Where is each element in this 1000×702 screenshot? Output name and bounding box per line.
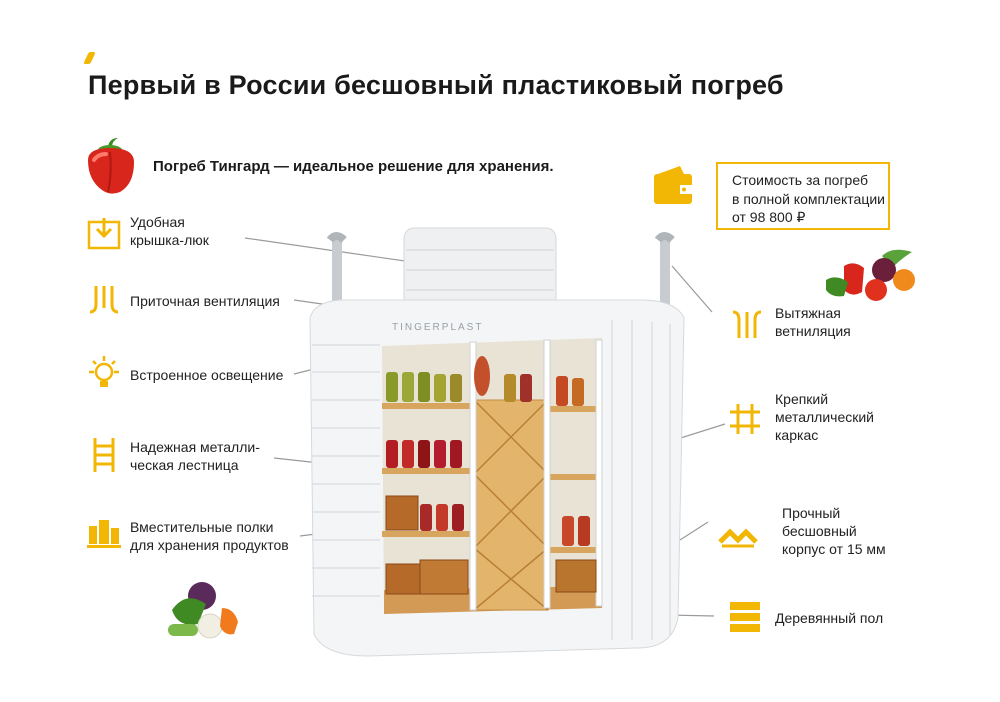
brand-mark: TINGERPLAST xyxy=(392,322,483,333)
feature-wood-floor: Деревянный пол xyxy=(775,609,883,627)
feature-frame-line3: каркас xyxy=(775,427,819,443)
ladder-icon xyxy=(93,438,115,472)
grid-frame-icon xyxy=(730,404,760,434)
feature-metal-frame: Крепкий металлический каркас xyxy=(775,390,874,444)
hatch-arrow-icon xyxy=(87,218,121,250)
feature-intake-ventilation: Приточная вентиляция xyxy=(130,292,280,310)
page-title: Первый в России бесшовный пластиковый по… xyxy=(88,70,784,100)
wood-floor-icon xyxy=(730,602,760,632)
wallet-icon xyxy=(654,166,692,204)
red-pepper-image xyxy=(88,138,134,194)
feature-exhaust-ventilation: Вытяжная ветниляция xyxy=(775,304,851,340)
jars-shelf-icon xyxy=(87,520,121,548)
feature-shelves: Вместительные полки для хранения продукт… xyxy=(130,518,289,554)
vegetables-image-left xyxy=(168,582,238,639)
feature-hatch-line1: Удобная xyxy=(130,214,185,230)
exhaust-pipes-icon xyxy=(732,310,762,338)
page-subtitle: Погреб Тингард — идеальное решение для х… xyxy=(153,158,554,175)
feature-frame-line2: металлический xyxy=(775,409,874,425)
ventilation-pipes-icon xyxy=(89,286,119,314)
feature-ladder-line2: ческая лестница xyxy=(130,457,239,473)
vegetables-image-right xyxy=(826,249,915,301)
feature-body-line2: бесшовный xyxy=(782,523,857,539)
feature-shelves-line2: для хранения продуктов xyxy=(130,537,289,553)
feature-lighting: Встроенное освещение xyxy=(130,366,283,384)
feature-body-line1: Прочный xyxy=(782,505,841,521)
feature-exhaust-line2: ветниляция xyxy=(775,323,851,339)
feature-ladder: Надежная металли- ческая лестница xyxy=(130,438,260,474)
feature-body-line3: корпус от 15 мм xyxy=(782,541,886,557)
feature-exhaust-line1: Вытяжная xyxy=(775,305,841,321)
price-value: от 98 800 ₽ xyxy=(732,209,806,225)
seamless-body-icon xyxy=(718,528,758,548)
feature-lighting-label: Встроенное освещение xyxy=(130,367,284,383)
feature-hatch: Удобная крышка-люк xyxy=(130,213,209,249)
price-line1: Стоимость за погреб xyxy=(732,172,868,188)
feature-frame-line1: Крепкий xyxy=(775,391,829,407)
price-line2: в полной комплектации xyxy=(732,190,885,207)
feature-ladder-line1: Надежная металли- xyxy=(130,439,260,455)
feature-seamless-body: Прочный бесшовный корпус от 15 мм xyxy=(782,504,886,558)
price-box: Стоимость за погреб в полной комплектаци… xyxy=(716,162,890,230)
feature-shelves-line1: Вместительные полки xyxy=(130,519,274,535)
feature-intake-ventilation-label: Приточная вентиляция xyxy=(130,293,280,309)
feature-wood-floor-label: Деревянный пол xyxy=(775,610,884,626)
feature-hatch-line2: крышка-люк xyxy=(130,232,209,248)
light-bulb-icon xyxy=(89,356,119,387)
